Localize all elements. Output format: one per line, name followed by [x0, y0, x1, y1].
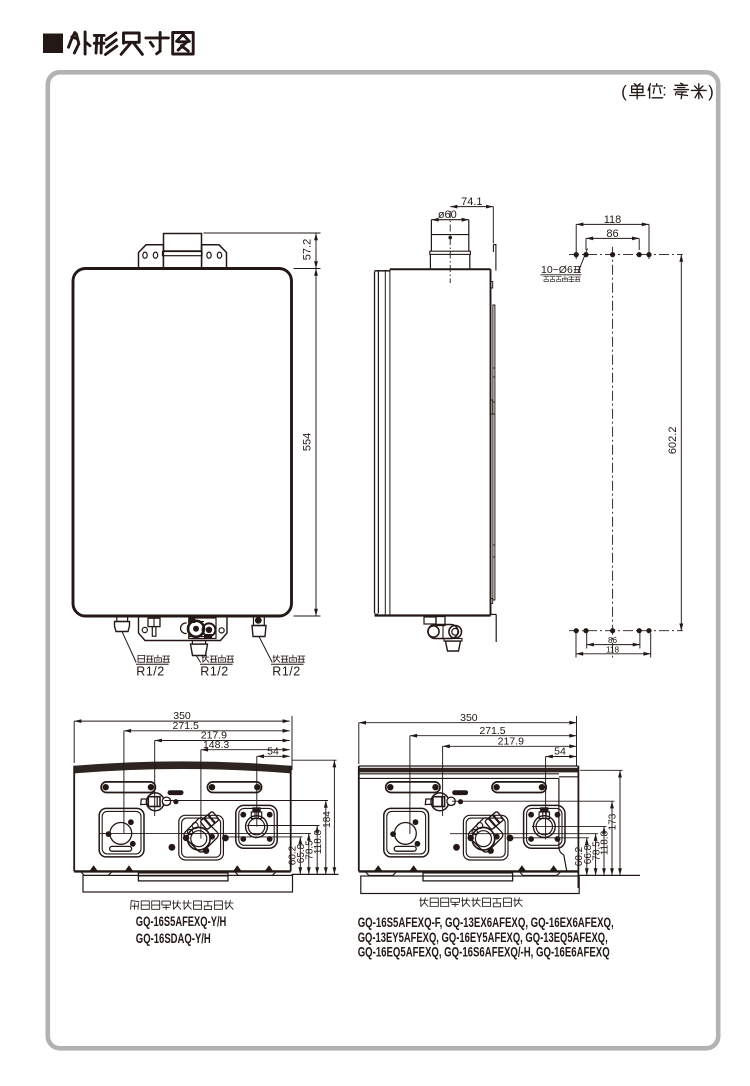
svg-text:118.8: 118.8 [599, 830, 610, 855]
svg-text:554: 554 [302, 433, 314, 451]
svg-text:54: 54 [554, 746, 566, 758]
svg-text:271.5: 271.5 [173, 720, 199, 732]
svg-text:R1/2: R1/2 [136, 665, 164, 679]
svg-text:R1/2: R1/2 [272, 665, 300, 679]
svg-text:74.1: 74.1 [461, 196, 482, 208]
svg-text:78.5: 78.5 [591, 841, 602, 861]
svg-text:GQ-16S5AFEXQ-Y/H: GQ-16S5AFEXQ-Y/H [136, 914, 227, 929]
svg-text:66.8: 66.8 [583, 844, 594, 864]
svg-text:271.5: 271.5 [479, 725, 505, 737]
svg-text:184: 184 [322, 811, 333, 828]
svg-text:GQ-13EY5AFEXQ, GQ-16EY5AFEXQ,: GQ-13EY5AFEXQ, GQ-16EY5AFEXQ, GQ-13EQ5AF… [358, 930, 608, 945]
svg-text:78.5: 78.5 [305, 840, 316, 860]
svg-text:GQ-16SDAQ-Y/H: GQ-16SDAQ-Y/H [136, 931, 211, 946]
svg-text:(: ( [621, 82, 627, 101]
svg-text::: : [662, 83, 666, 100]
svg-text:118: 118 [604, 214, 622, 226]
svg-text:60.2: 60.2 [288, 845, 299, 865]
svg-text:57.2: 57.2 [302, 239, 314, 260]
svg-text:86: 86 [606, 228, 618, 240]
svg-text:54: 54 [267, 745, 279, 757]
svg-text:GQ-16S5AFEXQ-F, GQ-13EX6AFEXQ,: GQ-16S5AFEXQ-F, GQ-13EX6AFEXQ, GQ-16EX6A… [358, 915, 614, 930]
svg-text:R1/2: R1/2 [200, 665, 228, 679]
svg-text:118.8: 118.8 [313, 829, 324, 854]
svg-text:10−Ø6: 10−Ø6 [541, 264, 573, 276]
svg-text:602.2: 602.2 [667, 427, 679, 455]
svg-text:GQ-16EQ5AFEXQ, GQ-16S6AFEXQ/-H: GQ-16EQ5AFEXQ, GQ-16S6AFEXQ/-H, GQ-16E6A… [358, 945, 610, 960]
svg-text:ø60: ø60 [438, 209, 457, 221]
svg-text:350: 350 [173, 710, 191, 722]
svg-text:): ) [708, 82, 714, 101]
svg-text:65.8: 65.8 [296, 843, 307, 863]
svg-text:217.9: 217.9 [201, 730, 227, 742]
svg-text:217.9: 217.9 [498, 735, 524, 747]
svg-text:118: 118 [606, 646, 619, 655]
svg-text:60.2: 60.2 [574, 846, 585, 866]
svg-text:350: 350 [460, 712, 478, 724]
svg-text:148.3: 148.3 [203, 739, 229, 751]
svg-text:86: 86 [608, 636, 618, 645]
svg-text:173: 173 [607, 813, 618, 830]
